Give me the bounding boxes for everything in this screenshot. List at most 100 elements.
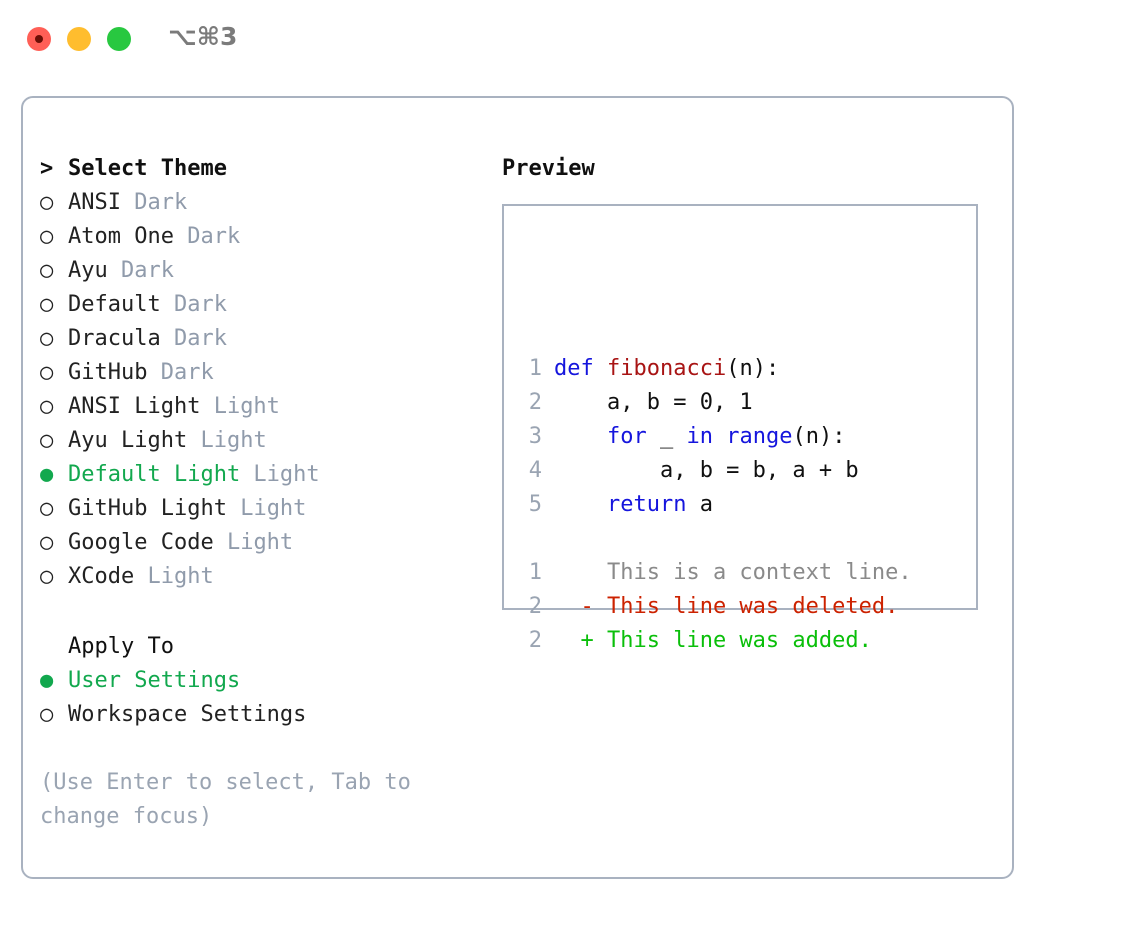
- theme-option-variant: Dark: [120, 190, 188, 215]
- radio-unselected-icon: ○: [40, 428, 54, 453]
- preview-column: Preview 1 def fibonacci(n): 2 a, b = 0, 1 3…: [502, 152, 992, 653]
- caret-icon: >: [40, 156, 54, 181]
- theme-option-atom-one[interactable]: ○ Atom One Dark: [40, 220, 480, 254]
- theme-option-label: Ayu Light: [68, 428, 188, 453]
- title-bar: ⌥⌘3: [0, 0, 1140, 80]
- theme-option-xcode[interactable]: ○XCode Light: [40, 560, 480, 594]
- diff-line-add: 2 + This line was added.: [516, 624, 912, 658]
- theme-picker-panel: > Select Theme ○ ANSI Dark ○ Atom One Dark ○ A…: [21, 96, 1014, 879]
- line-number: 1: [528, 356, 542, 381]
- code-token: _: [646, 424, 687, 449]
- theme-option-variant: Light: [226, 496, 307, 521]
- theme-option-variant: Light: [187, 428, 267, 453]
- apply-to-title: Apply To: [68, 634, 174, 659]
- line-number: 3: [528, 424, 542, 449]
- line-number: 2: [528, 594, 542, 619]
- theme-option-variant: Dark: [173, 224, 241, 249]
- theme-option-github[interactable]: ○ GitHub Dark: [40, 356, 480, 390]
- radio-selected-icon: ●: [40, 462, 54, 487]
- apply-to-option-label: Workspace Settings: [68, 702, 307, 727]
- theme-option-google-code[interactable]: ○ Google Code Light: [40, 526, 480, 560]
- radio-unselected-icon: ○: [40, 564, 54, 589]
- code-token: for: [606, 424, 647, 449]
- radio-unselected-icon: ○: [40, 292, 54, 317]
- select-theme-label: Select Theme: [68, 156, 227, 181]
- theme-option-variant: Dark: [107, 258, 174, 283]
- theme-option-dracula[interactable]: ○ Dracula Dark: [40, 322, 480, 356]
- theme-option-ayu-light[interactable]: ○ Ayu Light Light: [40, 424, 480, 458]
- code-line: 1 def fibonacci(n):: [516, 352, 912, 386]
- radio-unselected-icon: ○: [40, 394, 54, 419]
- apply-to-option-user-settings[interactable]: ● User Settings: [40, 664, 480, 698]
- line-number: 4: [528, 458, 542, 483]
- diff-line-text: - This line was deleted.: [554, 594, 899, 619]
- theme-option-default-light[interactable]: ● Default Light Light: [40, 458, 480, 492]
- code-line: 4 a, b = b, a + b: [516, 454, 912, 488]
- apply-to-option-list: ● User Settings ○ Workspace Settings: [40, 664, 480, 732]
- radio-selected-icon: ●: [40, 668, 54, 693]
- line-number: 2: [528, 628, 542, 653]
- keyboard-shortcut-label: ⌥⌘3: [168, 22, 238, 51]
- code-token: in range: [686, 424, 793, 449]
- code-token: [554, 424, 607, 449]
- code-token: fibonacci: [606, 356, 727, 381]
- line-number: 2: [528, 390, 542, 415]
- code-token: a, b = b, a + b: [554, 458, 859, 483]
- close-window-button[interactable]: [27, 27, 51, 51]
- theme-option-label: Atom One: [68, 224, 174, 249]
- code-line: 3 for _ in range(n):: [516, 420, 912, 454]
- radio-unselected-icon: ○: [40, 530, 54, 555]
- keyboard-hint-text: (Use Enter to select, Tab to change focu…: [40, 770, 411, 829]
- theme-option-variant: Light: [200, 394, 280, 419]
- code-line: 5 return a: [516, 488, 912, 522]
- code-token: return: [606, 492, 687, 517]
- select-theme-header: > Select Theme: [40, 152, 480, 186]
- apply-to-option-workspace-settings[interactable]: ○ Workspace Settings: [40, 698, 480, 732]
- diff-line-text: This is a context line.: [554, 560, 912, 585]
- theme-option-variant: Light: [134, 564, 214, 589]
- line-number: 5: [528, 492, 542, 517]
- theme-option-label: Dracula: [68, 326, 161, 351]
- theme-selection-column: > Select Theme ○ ANSI Dark ○ Atom One Dark ○ A…: [40, 152, 480, 834]
- line-number: 1: [528, 560, 542, 585]
- theme-option-ansi[interactable]: ○ ANSI Dark: [40, 186, 480, 220]
- theme-option-label: Google Code: [68, 530, 214, 555]
- theme-option-label: GitHub Light: [68, 496, 227, 521]
- radio-unselected-icon: ○: [40, 224, 54, 249]
- theme-option-ansi-light[interactable]: ○ ANSI Light Light: [40, 390, 480, 424]
- code-token: a, b = 0, 1: [554, 390, 753, 415]
- code-sample: 1 def fibonacci(n): 2 a, b = 0, 1 3 for _ i…: [516, 250, 912, 658]
- code-token: a: [686, 492, 713, 517]
- theme-option-variant: Dark: [160, 326, 227, 351]
- theme-option-variant: Light: [240, 462, 320, 487]
- code-token: (n):: [726, 356, 780, 381]
- theme-option-ayu[interactable]: ○ Ayu Dark: [40, 254, 480, 288]
- theme-option-label: Ayu: [68, 258, 108, 283]
- radio-unselected-icon: ○: [40, 702, 54, 727]
- preview-box: 1 def fibonacci(n): 2 a, b = 0, 1 3 for _ i…: [502, 204, 978, 653]
- code-blank-line: [516, 522, 912, 556]
- theme-option-label: Default Light: [68, 462, 241, 487]
- theme-option-variant: Dark: [147, 360, 214, 385]
- theme-option-label: ANSI Light: [68, 394, 201, 419]
- theme-option-variant: Light: [213, 530, 294, 555]
- apply-to-option-label: User Settings: [68, 668, 241, 693]
- theme-option-default[interactable]: ○ Default Dark: [40, 288, 480, 322]
- maximize-window-button[interactable]: [107, 27, 131, 51]
- diff-line-text: + This line was added.: [554, 628, 872, 653]
- code-token: [554, 492, 607, 517]
- radio-unselected-icon: ○: [40, 190, 54, 215]
- radio-unselected-icon: ○: [40, 360, 54, 385]
- diff-line-del: 2 - This line was deleted.: [516, 590, 912, 624]
- theme-option-label: Default: [68, 292, 161, 317]
- preview-title: Preview: [502, 156, 595, 181]
- theme-option-variant: Dark: [160, 292, 227, 317]
- minimize-window-button[interactable]: [67, 27, 91, 51]
- theme-option-github-light[interactable]: ○GitHub Light Light: [40, 492, 480, 526]
- theme-option-label: GitHub: [68, 360, 148, 385]
- theme-option-label: ANSI: [68, 190, 121, 215]
- radio-unselected-icon: ○: [40, 326, 54, 351]
- code-token: def: [554, 356, 607, 381]
- radio-unselected-icon: ○: [40, 258, 54, 283]
